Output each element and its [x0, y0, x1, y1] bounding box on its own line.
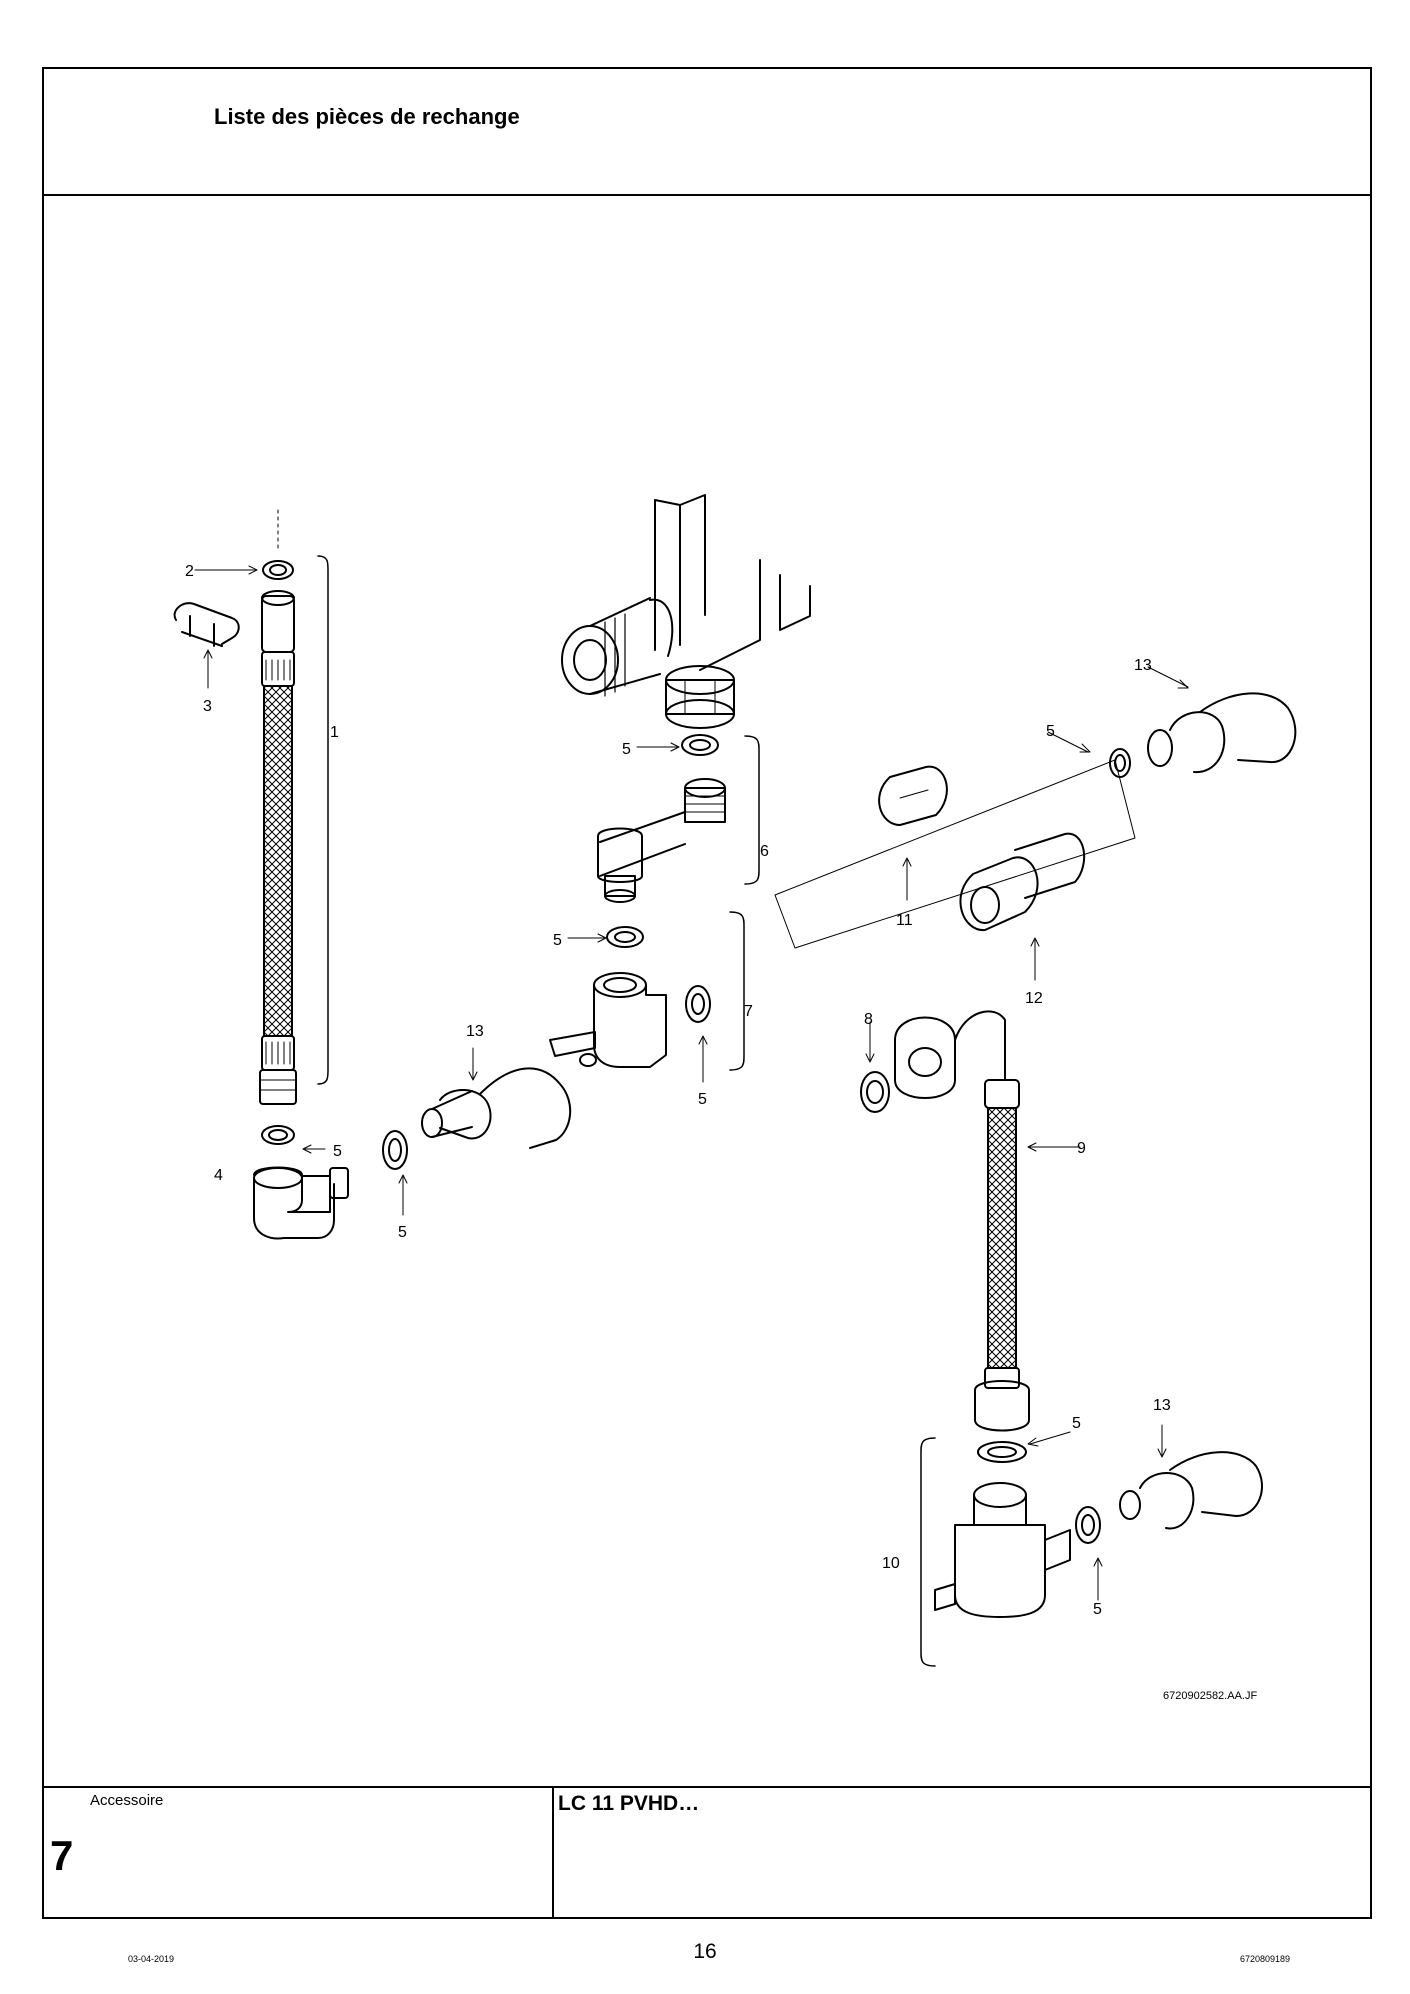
callout-12: 12: [1025, 990, 1043, 1007]
callout-5e: 5: [698, 1091, 707, 1108]
part-pipe-nut-top-right: [1109, 692, 1297, 778]
callout-10: 10: [882, 1555, 900, 1572]
callout-labels: 2 3 1 4 5 5 13 5 5 5 6 7 5 13 11 12 8 9 …: [185, 563, 1171, 1618]
model-name: LC 11 PVHD…: [558, 1792, 700, 1815]
callout-5c: 5: [622, 741, 631, 758]
header-divider: [44, 194, 1370, 196]
callout-13b: 13: [1134, 657, 1152, 674]
callout-5g: 5: [1072, 1415, 1081, 1432]
page-frame: Liste des pièces de rechange Accessoire …: [42, 67, 1372, 1919]
document-reference: 6720809189: [1240, 1954, 1291, 1964]
callout-4: 4: [214, 1167, 223, 1184]
drawing-reference: 6720902582.AA.JF: [1163, 1690, 1258, 1702]
part-angle-fitting-6: [597, 734, 760, 903]
part-flexible-hose-right: [860, 1010, 1030, 1463]
callout-5f: 5: [1046, 723, 1055, 740]
callout-13a: 13: [466, 1023, 484, 1040]
page-title: Liste des pièces de rechange: [214, 104, 520, 129]
callout-7: 7: [744, 1003, 753, 1020]
callout-8: 8: [864, 1011, 873, 1028]
part-hose-clip: [173, 602, 240, 647]
callout-1: 1: [330, 724, 339, 741]
section-number: 7: [50, 1832, 74, 1879]
callout-3: 3: [203, 698, 212, 715]
part-appliance-connection: [561, 494, 811, 729]
callout-5b: 5: [398, 1224, 407, 1241]
callout-leaders: [194, 565, 1189, 1601]
callout-9: 9: [1077, 1140, 1086, 1157]
part-shutoff-valve-7: [549, 911, 745, 1071]
footer-category: Accessoire: [90, 1792, 164, 1809]
print-date: 03-04-2019: [128, 1954, 175, 1964]
footer-column-divider: [552, 1786, 554, 1917]
callout-5h: 5: [1093, 1601, 1102, 1618]
part-adapter-11-12: [774, 759, 1136, 949]
callout-11: 11: [896, 912, 913, 929]
callout-6: 6: [760, 843, 769, 860]
part-shutoff-valve-10: [920, 1437, 1263, 1667]
part-flexible-hose-left: [259, 509, 329, 1105]
footer-divider: [44, 1786, 1370, 1788]
callout-13c: 13: [1153, 1397, 1171, 1414]
part-elbow-left: [253, 1067, 572, 1240]
callout-2: 2: [185, 563, 194, 580]
callout-5a: 5: [333, 1143, 342, 1160]
callout-5d: 5: [553, 932, 562, 949]
page-number: 16: [693, 1940, 717, 1963]
